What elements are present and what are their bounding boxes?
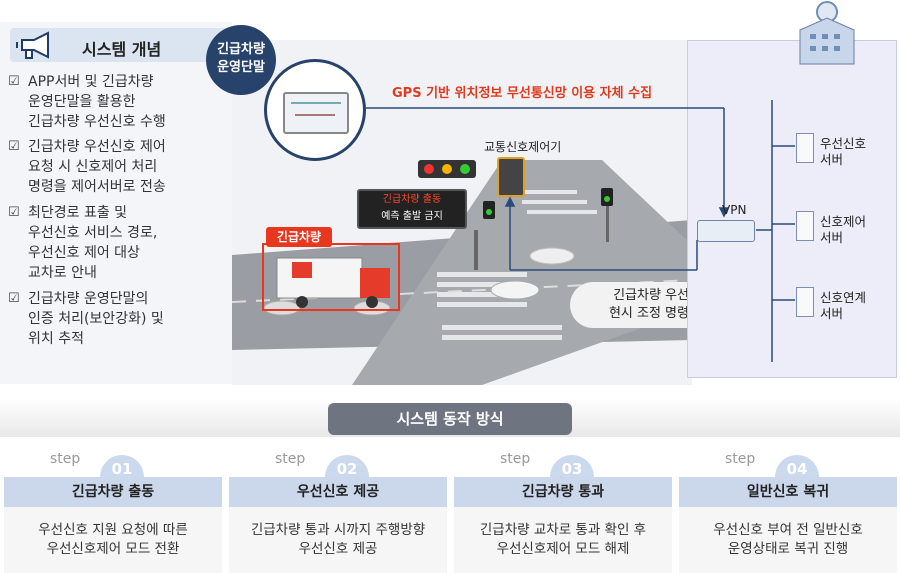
step-word: step xyxy=(500,451,531,467)
step-word: step xyxy=(50,451,81,467)
checkbox-icon: ☑ xyxy=(8,291,20,306)
server-label: 우선신호 서버 xyxy=(820,136,867,167)
server-label: 신호연계 서버 xyxy=(820,290,867,321)
light-pole xyxy=(606,206,609,242)
concept-item-text: 최단경로 표출 및 우선신호 서비스 경로, 우선신호 제어 대상 교차로 안내 xyxy=(28,205,158,281)
gps-collection-text: GPS 기반 위치정보 무선통신망 이용 자체 수집 xyxy=(392,86,653,101)
vms-line-1: 긴급차량 출동 xyxy=(382,194,442,205)
pedestrian-light xyxy=(601,188,613,206)
checkbox-icon: ☑ xyxy=(8,74,20,89)
concept-item: ☑ 긴급차량 우선신호 제어 요청 시 신호제어 처리 명령을 제어서버로 전송 xyxy=(8,137,230,197)
concept-item: ☑ 긴급차량 운영단말의 인증 처리(보안강화) 및 위치 추적 xyxy=(8,289,230,349)
operation-title: 시스템 동작 방식 xyxy=(328,403,572,435)
vpn-label: VPN xyxy=(722,203,747,217)
concept-item: ☑ 최단경로 표출 및 우선신호 서비스 경로, 우선신호 제어 대상 교차로 안… xyxy=(8,203,230,283)
concept-item: ☑ APP서버 및 긴급차량 운영단말을 활용한 긴급차량 우선신호 수행 xyxy=(8,72,230,132)
controller-label: 교통신호제어기 xyxy=(484,140,562,154)
step-card: step 03 긴급차량 통과 긴급차량 교차로 통과 확인 후 우선신호제어 … xyxy=(454,447,672,573)
traffic-light xyxy=(418,160,476,178)
concept-panel xyxy=(0,22,232,384)
map-terminal-icon xyxy=(283,92,349,134)
terminal-circle xyxy=(264,59,366,161)
step-title: 우선신호 제공 xyxy=(229,477,447,507)
server-icon xyxy=(796,133,814,163)
vms-line-2: 예측 출발 금지 xyxy=(381,211,443,222)
step-word: step xyxy=(725,451,756,467)
step-title: 긴급차량 출동 xyxy=(4,477,222,507)
step-title: 일반신호 복귀 xyxy=(679,477,897,507)
checkbox-icon: ☑ xyxy=(8,139,20,154)
checkbox-icon: ☑ xyxy=(8,205,20,220)
concept-item-text: 긴급차량 운영단말의 인증 처리(보안강화) 및 위치 추적 xyxy=(28,291,164,347)
server-label: 신호제어 서버 xyxy=(820,214,867,245)
concept-title: 시스템 개념 xyxy=(82,40,162,59)
step-title: 긴급차량 통과 xyxy=(454,477,672,507)
signal-controller-icon xyxy=(497,157,525,197)
vms-pole xyxy=(474,230,478,270)
step-desc: 긴급차량 통과 시까지 주행방향 우선신호 제공 xyxy=(229,507,447,573)
step-word: step xyxy=(275,451,306,467)
vms-sign: 긴급차량 출동 예측 출발 금지 xyxy=(357,189,467,229)
building-icon xyxy=(799,1,855,65)
megaphone-icon xyxy=(16,31,49,59)
concept-item-text: APP서버 및 긴급차량 운영단말을 활용한 긴급차량 우선신호 수행 xyxy=(28,74,166,130)
terminal-label: 긴급차량 운영단말 xyxy=(206,25,276,95)
step-card: step 02 우선신호 제공 긴급차량 통과 시까지 주행방향 우선신호 제공 xyxy=(229,447,447,573)
step-card: step 01 긴급차량 출동 우선신호 지원 요청에 따른 우선신호제어 모드… xyxy=(4,447,222,573)
vehicle-label: 긴급차량 xyxy=(266,227,332,247)
vpn-router-icon xyxy=(697,220,755,242)
step-desc: 긴급차량 교차로 통과 확인 후 우선신호제어 모드 해제 xyxy=(454,507,672,573)
step-desc: 우선신호 부여 전 일반신호 운영상태로 복귀 진행 xyxy=(679,507,897,573)
step-card: step 04 일반신호 복귀 우선신호 부여 전 일반신호 운영상태로 복귀 … xyxy=(679,447,897,573)
server-icon xyxy=(796,211,814,241)
pedestrian-light xyxy=(483,201,495,219)
step-desc: 우선신호 지원 요청에 따른 우선신호제어 모드 전환 xyxy=(4,507,222,573)
server-icon xyxy=(796,287,814,317)
concept-item-text: 긴급차량 우선신호 제어 요청 시 신호제어 처리 명령을 제어서버로 전송 xyxy=(28,139,166,195)
